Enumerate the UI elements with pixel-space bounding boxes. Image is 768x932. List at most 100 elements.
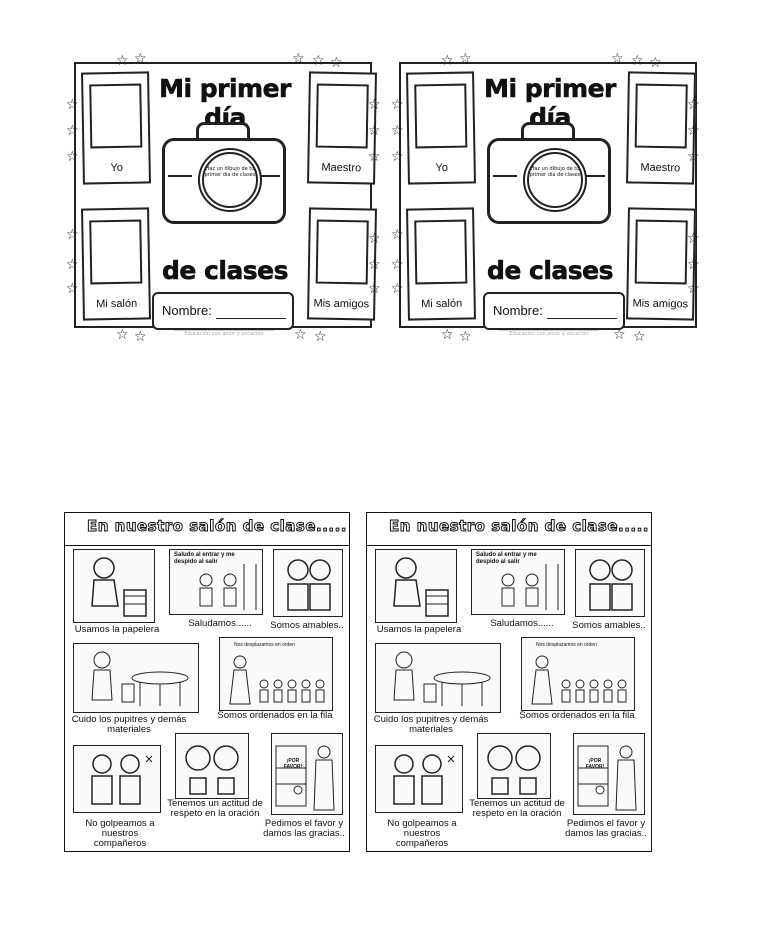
panel-caption: Saludamos...... bbox=[490, 618, 554, 629]
panel-caption: Somos amables.. bbox=[270, 620, 344, 631]
classroom-sheet-right: En nuestro salón de clase..... Saludo al… bbox=[366, 512, 652, 852]
panel-caption: Somos amables.. bbox=[572, 620, 646, 631]
panel-caption: Usamos la papelera bbox=[74, 624, 160, 635]
star-icon: ☆ bbox=[613, 327, 626, 343]
star-icon: ☆ bbox=[294, 327, 307, 343]
name-label: Nombre: bbox=[162, 303, 212, 318]
star-icon: ☆ bbox=[66, 149, 79, 165]
panel-inner-text: ¡POR FAVOR! bbox=[283, 758, 303, 770]
panel-pupitres-image bbox=[375, 643, 501, 713]
star-icon: ☆ bbox=[116, 327, 129, 343]
panel-caption: Cuido los pupitres y demás materiales bbox=[71, 714, 187, 735]
star-icon: ☆ bbox=[649, 55, 662, 71]
classroom-heading: En nuestro salón de clase..... bbox=[87, 517, 347, 536]
star-icon: ☆ bbox=[368, 231, 381, 247]
panel-caption: Usamos la papelera bbox=[376, 624, 462, 635]
star-icon: ☆ bbox=[391, 149, 404, 165]
star-icon: ☆ bbox=[292, 51, 305, 67]
star-icon: ☆ bbox=[631, 53, 644, 69]
star-icon: ☆ bbox=[368, 149, 381, 165]
panel-caption: Tenemos un actitud de respeto en la orac… bbox=[469, 798, 565, 819]
panel-caption: No golpeamos a nuestros compañeros bbox=[85, 818, 155, 849]
star-icon: ☆ bbox=[633, 329, 646, 345]
credit-text: Educación con amor y vocación bbox=[499, 330, 599, 339]
star-icon: ☆ bbox=[441, 327, 454, 343]
name-field: Nombre: bbox=[152, 292, 294, 330]
photo-caption: Yo bbox=[110, 161, 124, 175]
star-icon: ☆ bbox=[66, 281, 79, 297]
photo-frame-mis-amigos: Mis amigos bbox=[626, 207, 696, 321]
panel-caption: Somos ordenados en la fila bbox=[519, 710, 635, 721]
panel-oracion-image bbox=[175, 733, 249, 799]
star-icon: ☆ bbox=[687, 231, 700, 247]
star-icon: ☆ bbox=[368, 123, 381, 139]
star-icon: ☆ bbox=[441, 53, 454, 69]
photo-frame-mis-amigos: Mis amigos bbox=[307, 207, 377, 321]
star-icon: ☆ bbox=[611, 51, 624, 67]
photo-frame-mi-salon: Mi salón bbox=[81, 207, 151, 321]
star-icon: ☆ bbox=[314, 329, 327, 345]
star-icon: ☆ bbox=[368, 97, 381, 113]
star-icon: ☆ bbox=[368, 281, 381, 297]
panel-papelera-image bbox=[73, 549, 155, 623]
panel-golpeamos-image bbox=[375, 745, 463, 813]
star-icon: ☆ bbox=[134, 329, 147, 345]
photo-frame-yo: Yo bbox=[81, 71, 151, 185]
panel-caption: Somos ordenados en la fila bbox=[217, 710, 333, 721]
star-icon: ☆ bbox=[687, 257, 700, 273]
photo-caption: Maestro bbox=[640, 161, 681, 175]
star-icon: ☆ bbox=[330, 55, 343, 71]
star-icon: ☆ bbox=[687, 149, 700, 165]
camera-illustration: Haz un dibujo de tu primer día de clases bbox=[487, 122, 611, 224]
panel-caption: No golpeamos a nuestros compañeros bbox=[387, 818, 457, 849]
panel-inner-text: Nos desplazamos en orden bbox=[234, 642, 295, 648]
panel-caption: Pedimos el favor y damos las gracias.. bbox=[565, 818, 647, 839]
panel-saludamos-image: Saludo al entrar y me despido al salir bbox=[169, 549, 263, 615]
photo-caption: Mi salón bbox=[421, 297, 463, 311]
panel-fila-image: Nos desplazamos en orden bbox=[219, 637, 333, 711]
star-icon: ☆ bbox=[66, 257, 79, 273]
panel-favor-image: ¡POR FAVOR! bbox=[271, 733, 343, 815]
first-day-sheet-left: Mi primer día de clases Yo Maestro Mi sa… bbox=[64, 51, 382, 345]
panel-inner-text: Nos desplazamos en orden bbox=[536, 642, 597, 648]
panel-caption: Saludamos...... bbox=[188, 618, 252, 629]
panel-saludamos-image: Saludo al entrar y me despido al salir bbox=[471, 549, 565, 615]
star-icon: ☆ bbox=[391, 281, 404, 297]
star-icon: ☆ bbox=[66, 227, 79, 243]
panel-golpeamos-image bbox=[73, 745, 161, 813]
photo-frame-maestro: Maestro bbox=[307, 71, 377, 185]
star-icon: ☆ bbox=[459, 51, 472, 67]
star-icon: ☆ bbox=[687, 281, 700, 297]
classroom-sheet-left: En nuestro salón de clase..... Saludo al… bbox=[64, 512, 350, 852]
star-icon: ☆ bbox=[312, 53, 325, 69]
camera-lens: Haz un dibujo de tu primer día de clases bbox=[198, 148, 262, 212]
star-icon: ☆ bbox=[391, 257, 404, 273]
panel-caption: Tenemos un actitud de respeto en la orac… bbox=[167, 798, 263, 819]
photo-frame-mi-salon: Mi salón bbox=[406, 207, 476, 321]
panel-oracion-image bbox=[477, 733, 551, 799]
star-icon: ☆ bbox=[116, 53, 129, 69]
panel-papelera-image bbox=[375, 549, 457, 623]
first-day-sheet-right: Mi primer día de clases Yo Maestro Mi sa… bbox=[389, 51, 707, 345]
star-icon: ☆ bbox=[391, 227, 404, 243]
panel-inner-text: Saludo al entrar y me despido al salir bbox=[174, 552, 235, 565]
star-icon: ☆ bbox=[368, 257, 381, 273]
title-line2: de clases bbox=[486, 256, 614, 286]
photo-caption: Yo bbox=[435, 161, 449, 175]
photo-frame-maestro: Maestro bbox=[626, 71, 696, 185]
panel-inner-text: ¡POR FAVOR! bbox=[585, 758, 605, 770]
panel-fila-image: Nos desplazamos en orden bbox=[521, 637, 635, 711]
title-line2: de clases bbox=[161, 256, 289, 286]
star-icon: ☆ bbox=[687, 123, 700, 139]
panel-amables-image bbox=[575, 549, 645, 617]
camera-illustration: Haz un dibujo de tu primer día de clases bbox=[162, 122, 286, 224]
panel-amables-image bbox=[273, 549, 343, 617]
panel-caption: Pedimos el favor y damos las gracias.. bbox=[263, 818, 345, 839]
star-icon: ☆ bbox=[134, 51, 147, 67]
credit-text: Educación con amor y vocación bbox=[174, 330, 274, 339]
panel-favor-image: ¡POR FAVOR! bbox=[573, 733, 645, 815]
name-label: Nombre: bbox=[493, 303, 543, 318]
camera-lens: Haz un dibujo de tu primer día de clases bbox=[523, 148, 587, 212]
star-icon: ☆ bbox=[459, 329, 472, 345]
photo-frame-yo: Yo bbox=[406, 71, 476, 185]
